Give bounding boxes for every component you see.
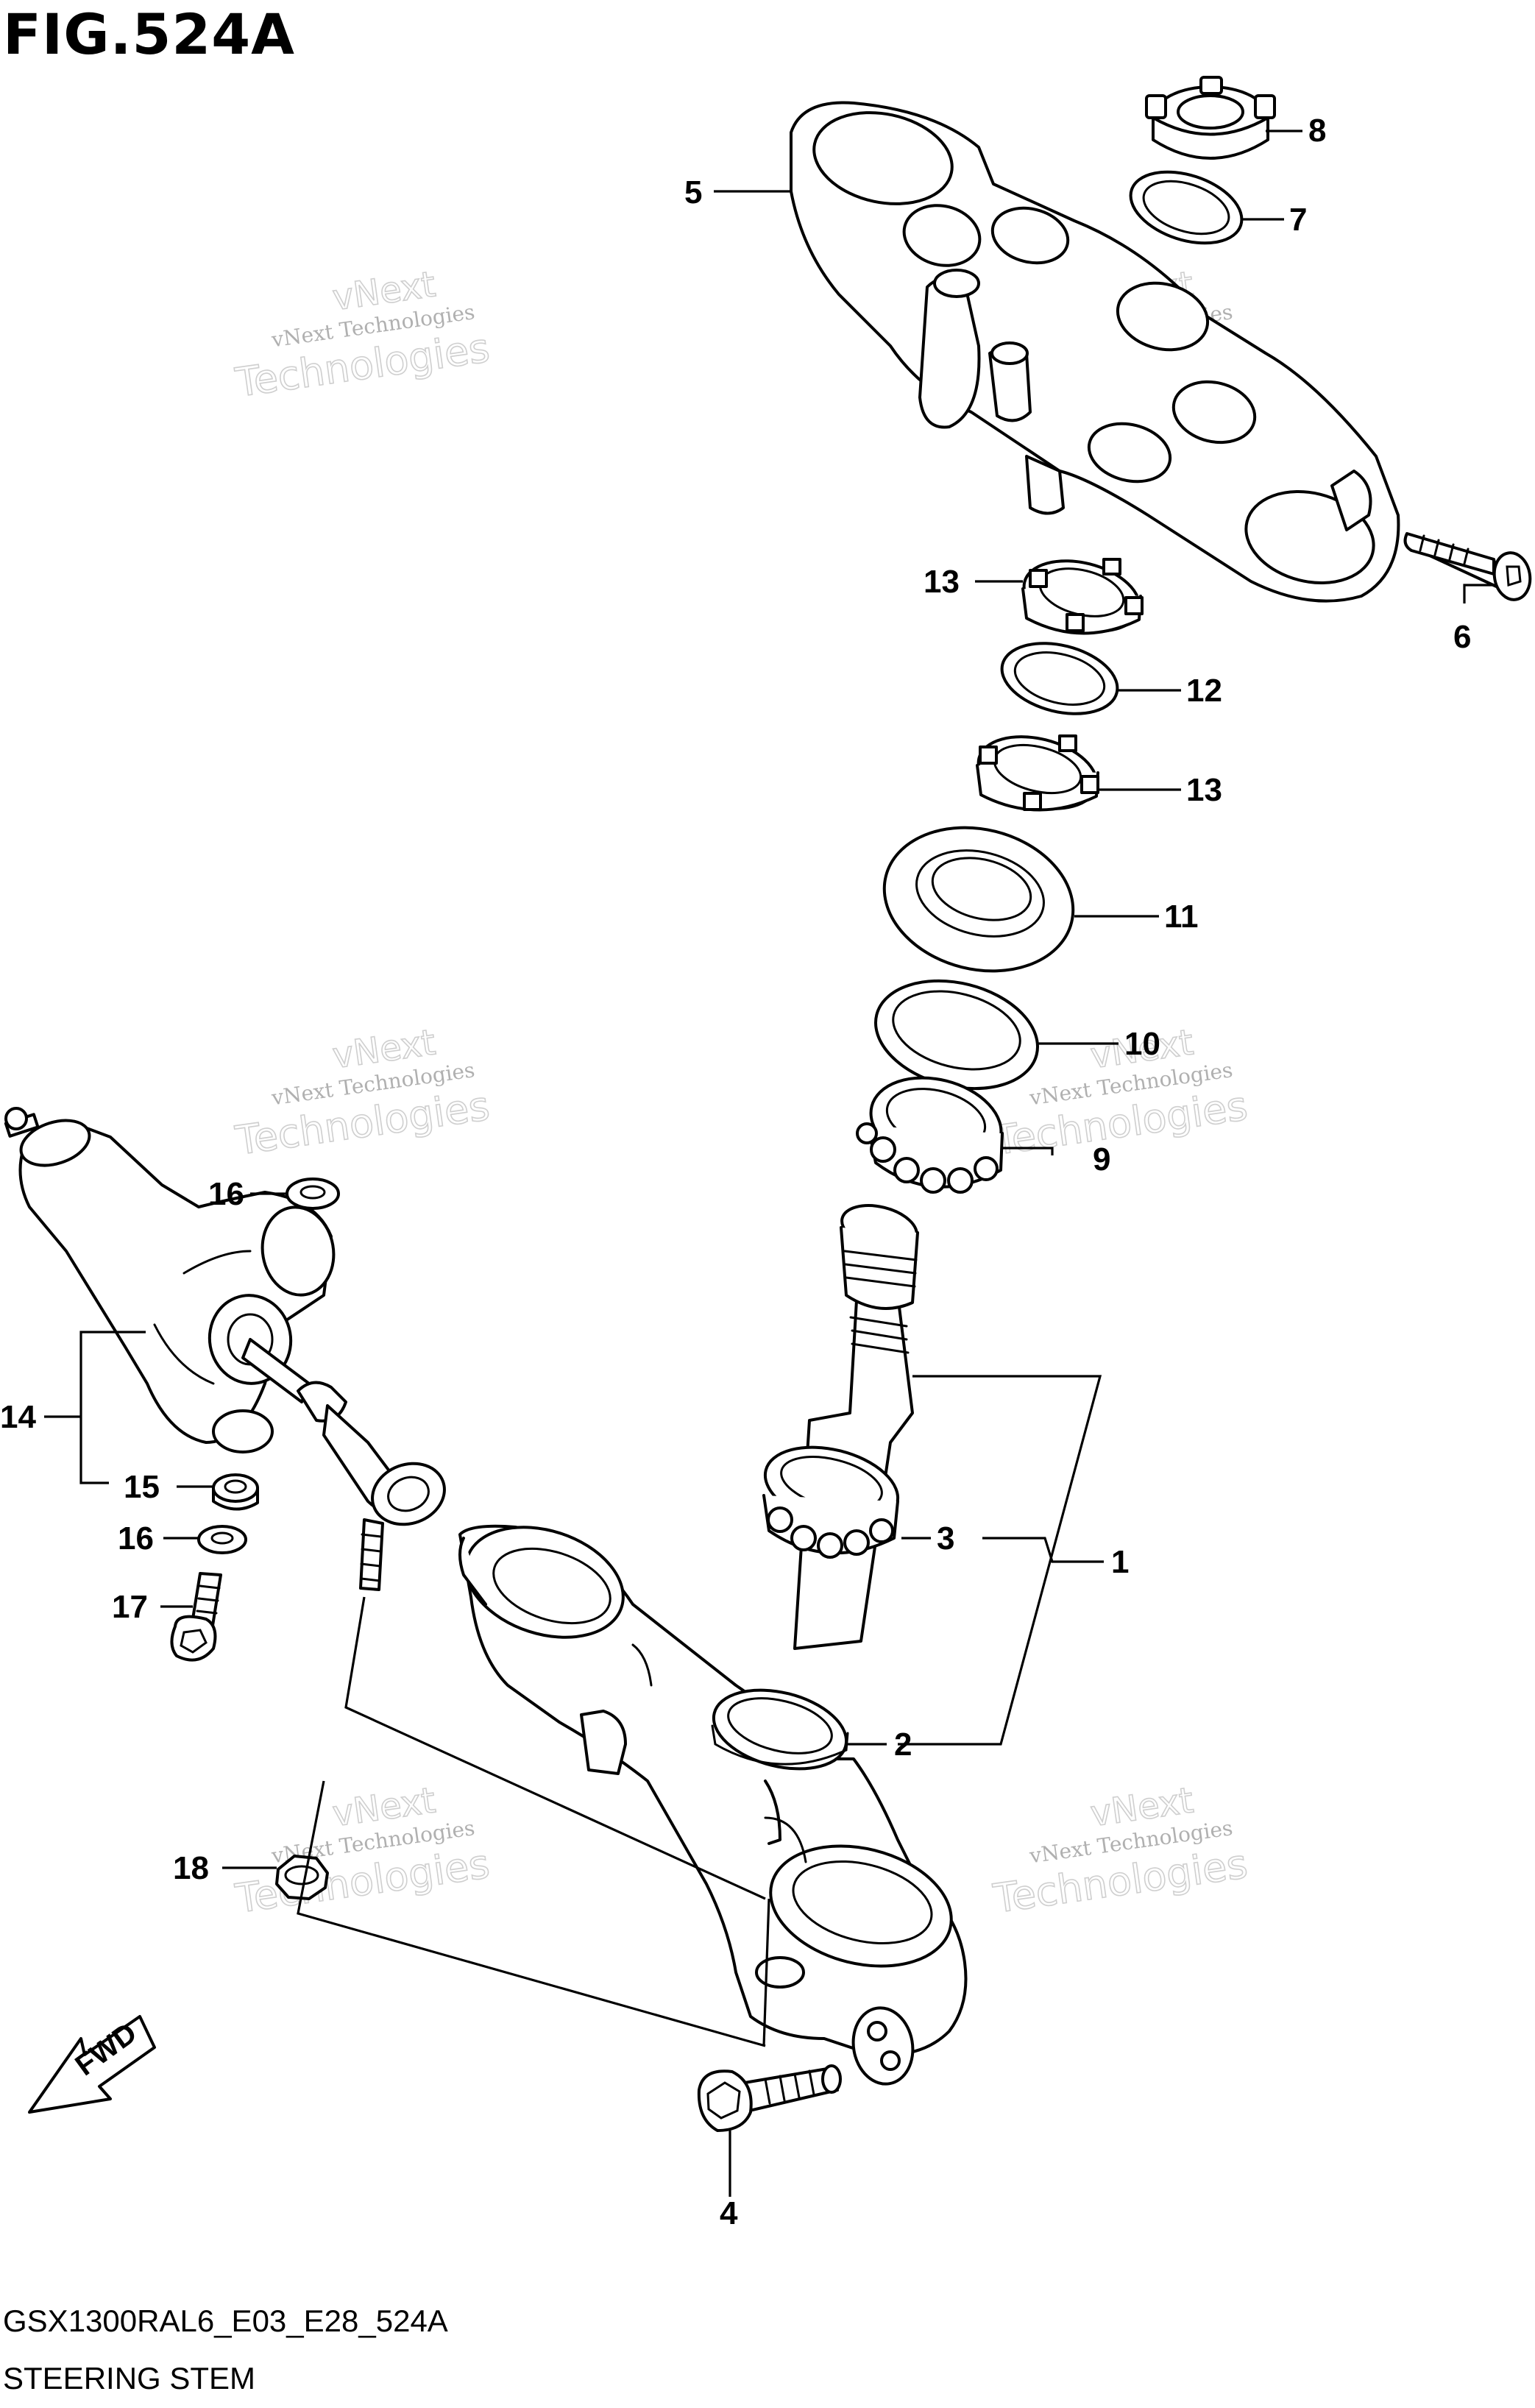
part-18-nut	[275, 1855, 329, 1900]
part-14-steering-damper	[4, 1107, 446, 1591]
part-7-washer	[1129, 170, 1244, 245]
figure-title: FIG.524A	[3, 1, 295, 67]
leader-lines	[44, 130, 1497, 2197]
callout-2: 2	[894, 1727, 912, 1763]
callouts: 8 7 5 6 13 12 13 11 10 9 3 1 2 4 14 15 1…	[0, 113, 1471, 2231]
part-11-dust-seal	[882, 826, 1075, 973]
part-13-lower-lock-nut	[976, 734, 1099, 812]
part-15-collar	[212, 1473, 259, 1511]
callout-14: 14	[0, 1399, 36, 1435]
callout-7: 7	[1289, 202, 1307, 238]
callout-13-upper: 13	[924, 564, 960, 600]
part-17-bolt	[170, 1572, 222, 1662]
callout-1: 1	[1111, 1544, 1129, 1580]
part-6-bolt	[1403, 532, 1532, 601]
callout-3: 3	[937, 1520, 954, 1557]
callout-10: 10	[1124, 1026, 1160, 1062]
callout-15: 15	[124, 1469, 160, 1505]
callout-16-lower: 16	[118, 1520, 154, 1557]
callout-6: 6	[1453, 619, 1471, 655]
watermark: vNext vNext Technologies Technologies vN…	[232, 263, 1251, 1923]
part-13-upper-lock-nut	[1021, 558, 1144, 635]
callout-4: 4	[720, 2195, 738, 2231]
callout-16-upper: 16	[208, 1176, 244, 1212]
callout-5: 5	[684, 174, 702, 210]
fwd-arrow: FWD	[28, 2015, 156, 2114]
callout-18: 18	[173, 1850, 209, 1886]
callout-17: 17	[112, 1589, 148, 1625]
part-2-lower-race	[711, 1688, 849, 1771]
part-16-upper-washer	[286, 1178, 340, 1210]
part-12-lock-washer	[1000, 642, 1119, 715]
figure-code: GSX1300RAL6_E03_E28_524A	[3, 2303, 448, 2338]
callout-12: 12	[1186, 673, 1222, 709]
part-4-bolt	[697, 2064, 842, 2132]
part-8-steering-stem-nut	[1145, 76, 1276, 160]
part-9-upper-bearing	[856, 1076, 1004, 1194]
part-3-lower-bearing	[762, 1445, 900, 1559]
part-5-upper-bracket	[790, 101, 1400, 603]
figure-name: STEERING STEM	[3, 2361, 256, 2395]
callout-9: 9	[1093, 1141, 1110, 1178]
part-10-bearing-race	[874, 979, 1039, 1091]
callout-13-lower: 13	[1186, 772, 1222, 808]
part-1-steering-stem	[458, 1204, 968, 2086]
callout-11: 11	[1164, 899, 1199, 935]
callout-8: 8	[1308, 113, 1326, 149]
part-16-lower-washer	[197, 1525, 247, 1554]
